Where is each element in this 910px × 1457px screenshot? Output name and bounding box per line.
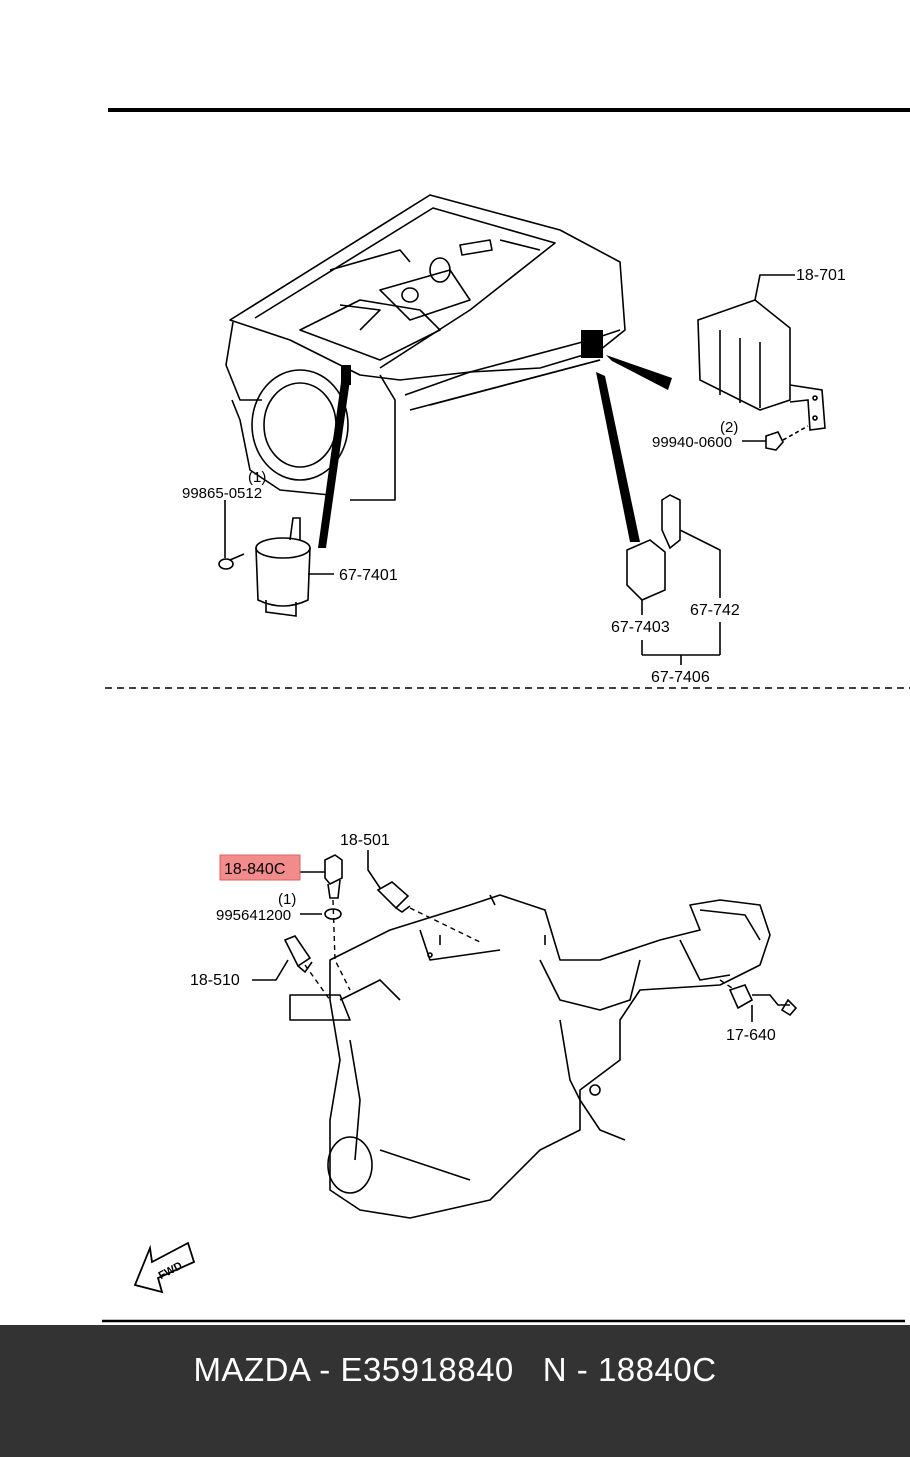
vehicle-front-illustration	[225, 194, 626, 501]
mount-mark-left	[341, 365, 351, 385]
fwd-arrow-icon: FWD	[133, 1241, 196, 1294]
leader-wedge-right	[596, 372, 640, 542]
sensor-18-840c-part	[300, 854, 343, 899]
label-67-7403: 67-7403	[611, 619, 670, 636]
label-67-7401: 67-7401	[339, 567, 398, 584]
engine-illustration	[289, 894, 771, 1219]
sensor-leaders	[304, 899, 736, 1001]
label-18-701: 18-701	[796, 267, 846, 284]
highlight-box	[219, 854, 301, 881]
footer-part-numbers: MAZDA - E35918840 N - 18840C	[193, 1351, 717, 1388]
label-995641200: 995641200	[216, 907, 291, 924]
parts-diagram: 18-701 (2) 99940-0600 (1) 99865-0512 67-…	[102, 108, 910, 1323]
fwd-label: FWD	[157, 1260, 185, 1282]
nut-part	[742, 425, 809, 451]
relay-part	[626, 539, 666, 615]
label-17-640: 17-640	[726, 1027, 776, 1044]
sensor-18-510-part	[252, 935, 313, 981]
bracket-part	[641, 494, 721, 665]
leader-wedge-left	[318, 375, 350, 548]
screw-part	[218, 500, 245, 570]
mount-mark-right	[581, 330, 603, 358]
label-67-7406: 67-7406	[651, 669, 710, 686]
horn-unit-part	[255, 517, 334, 617]
footer-bar: MAZDA - E35918840 N - 18840C	[0, 1325, 910, 1457]
sensor-18-501-part	[367, 850, 411, 913]
label-18-840c: 18-840C	[224, 861, 285, 878]
label-18-501: 18-501	[340, 832, 390, 849]
label-screw-qty: (1)	[248, 469, 266, 486]
label-99865-0512: 99865-0512	[182, 485, 262, 502]
leader-wedge-box	[606, 355, 672, 390]
label-nut-qty: (2)	[720, 419, 738, 436]
label-18-510: 18-510	[190, 972, 240, 989]
label-67-742: 67-742	[690, 602, 740, 619]
box-unit-part	[697, 274, 826, 431]
sensor-17-640-part	[728, 984, 798, 1022]
label-washer-qty: (1)	[278, 891, 296, 908]
label-99940-0600: 99940-0600	[652, 434, 732, 451]
washer-part	[324, 908, 342, 920]
